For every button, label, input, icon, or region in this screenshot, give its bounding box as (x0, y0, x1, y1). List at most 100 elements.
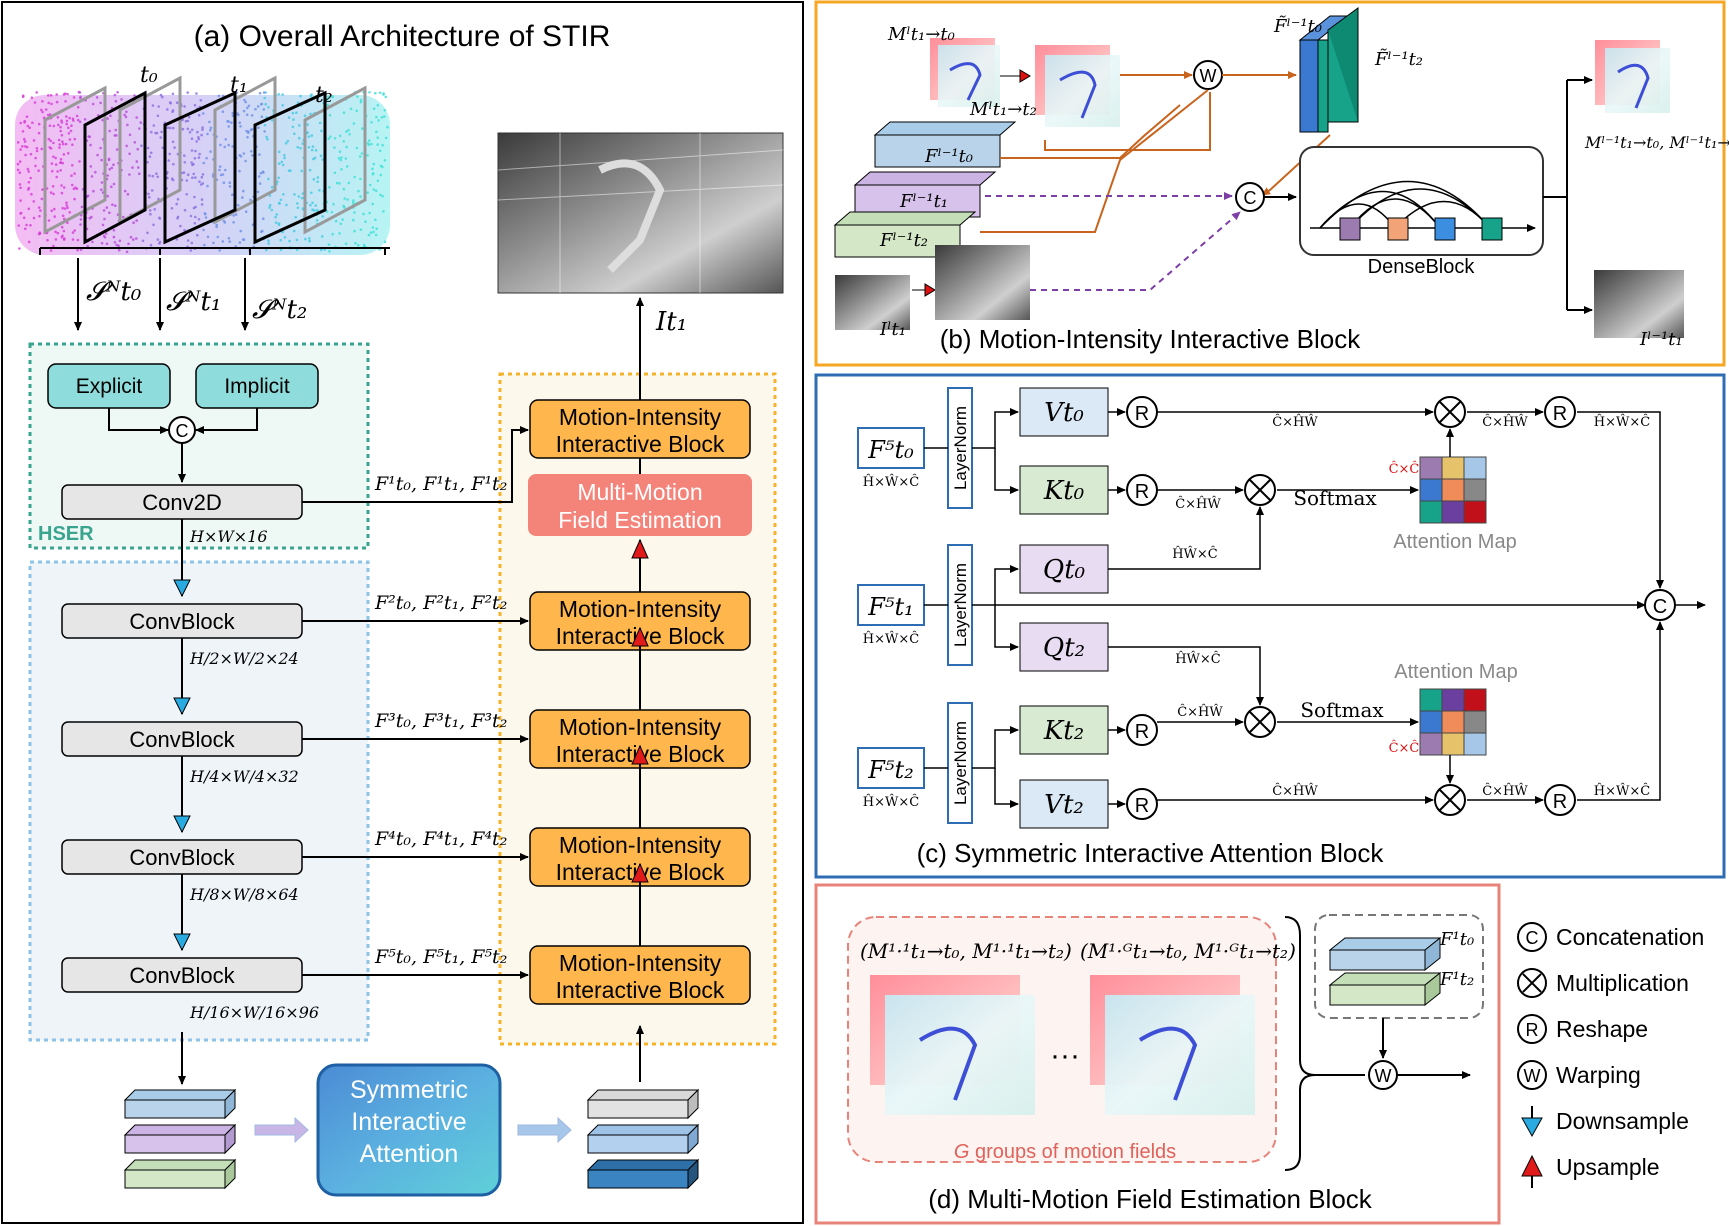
k-t0-box-label: Kt₀ (1043, 476, 1085, 506)
layernorm-t1 (947, 544, 973, 666)
hser-label: HSER (38, 523, 94, 545)
mmfe-label-1: Multi-Motion (577, 479, 702, 505)
legend-label: Downsample (1556, 1108, 1689, 1134)
convblock-label: ConvBlock (129, 845, 235, 870)
warped-feature-t0 (1298, 15, 1350, 133)
k-t0-box (1019, 465, 1109, 515)
hwc-label: ĤŴ×Ĉ (1172, 545, 1218, 562)
svg-text:C: C (176, 421, 189, 441)
convblock-label: ConvBlock (129, 609, 235, 634)
sia-label-1: Symmetric (350, 1076, 468, 1104)
flow-pair-group-g (1090, 975, 1255, 1115)
output-label: It₁ (655, 307, 687, 337)
hwc-out-label: Ĥ×Ŵ×Ĉ (1594, 413, 1650, 430)
dim-label-0: H×W×16 (189, 527, 268, 546)
panel-c-frame (814, 373, 1726, 879)
k-t2-box-label: Kt₂ (1043, 716, 1084, 746)
svg-text:R: R (1553, 791, 1567, 813)
sia-box (316, 1063, 502, 1197)
m-out-label: Mˡ⁻¹t₁→t₀, Mˡ⁻¹t₁→t₂ (1584, 133, 1729, 152)
legend-symbol: C (1526, 928, 1539, 948)
implicit-label: Implicit (224, 375, 290, 398)
mib-label-1: Motion-Intensity (559, 950, 722, 976)
f1-t2-label-d: F¹t₂ (1439, 969, 1474, 990)
panel-c-title: (c) Symmetric Interactive Attention Bloc… (917, 838, 1385, 868)
spike-label-t0: 𝓢ᴺt₀ (86, 277, 142, 307)
dim-hwc-label: Ĥ×Ŵ×Ĉ (863, 793, 919, 810)
time-label-t0: t₀ (140, 63, 158, 88)
chw-label: Ĉ×ĤŴ (1482, 782, 1528, 799)
mib-label-1: Motion-Intensity (559, 832, 722, 858)
v-t0-box-label: Vt₀ (1044, 398, 1084, 428)
feature-label: F¹t₀, F¹t₁, F¹t₂ (374, 473, 507, 495)
chw-label: Ĉ×ĤŴ (1177, 703, 1223, 720)
layernorm-label: LayerNorm (951, 563, 970, 647)
dim-label: H/2×W/2×24 (189, 649, 299, 668)
panel-a-frame (1, 1, 804, 1224)
dim-hwc-label: Ĥ×Ŵ×Ĉ (863, 630, 919, 647)
mib-label-1: Motion-Intensity (559, 714, 722, 740)
feature-label: F⁵t₀, F⁵t₁, F⁵t₂ (374, 946, 507, 968)
reshape-op-k2 (1126, 714, 1158, 746)
svg-text:R: R (1135, 481, 1149, 503)
feature-stack-b (833, 121, 1017, 258)
ellipsis: ··· (1050, 1039, 1080, 1072)
flow-image-t1-t0 (930, 38, 1000, 107)
attention-map-t2 (1419, 688, 1487, 756)
convblock-label: ConvBlock (129, 727, 235, 752)
legend-symbol: W (1524, 1066, 1541, 1086)
hwc-label: ĤŴ×Ĉ (1175, 650, 1221, 667)
svg-text:R: R (1135, 721, 1149, 743)
f-tilde-t0-label: F̃ˡ⁻¹t₀ (1273, 15, 1322, 37)
f5-t2-box (857, 747, 925, 789)
f-tilde-t2-label: F̃ˡ⁻¹t₂ (1374, 48, 1423, 70)
feature-label: F²t₀, F²t₁, F²t₂ (374, 592, 507, 614)
i-l-label: Iˡt₁ (879, 319, 906, 340)
legend-symbol: R (1526, 1020, 1539, 1040)
m-t1-t0-label: Mˡt₁→t₀ (887, 24, 955, 45)
panel-b-frame (814, 0, 1726, 367)
chw-label: Ĉ×ĤŴ (1482, 413, 1528, 430)
mib-label-1: Motion-Intensity (559, 596, 722, 622)
encoder-feature-stack (123, 1088, 237, 1190)
flow-image-t1-t2 (1035, 45, 1120, 127)
q-t2-box-label: Qt₂ (1043, 633, 1085, 663)
cc-label: Ĉ×Ĉ (1389, 460, 1420, 477)
f1-t0-label-d: F¹t₀ (1439, 929, 1474, 950)
attention-map-label: Attention Map (1394, 661, 1517, 683)
legend-op-icon (1517, 1060, 1547, 1090)
panel-d-title: (d) Multi-Motion Field Estimation Block (928, 1184, 1373, 1214)
panel-b-title: (b) Motion-Intensity Interactive Block (940, 324, 1361, 354)
chw-label: Ĉ×ĤŴ (1272, 782, 1318, 799)
v-t2-box (1019, 779, 1109, 829)
legend-label: Concatenation (1556, 924, 1704, 950)
i-out-label: Iˡ⁻¹t₁ (1639, 329, 1683, 350)
dim-label: H/16×W/16×96 (189, 1003, 319, 1022)
panel-d-frame (814, 883, 1501, 1225)
f-t1-label-b: Fˡ⁻¹t₁ (899, 191, 948, 212)
v-t0-box (1019, 387, 1109, 437)
legend-op-icon (1517, 922, 1547, 952)
mib-label-2: Interactive Block (556, 977, 725, 1003)
svg-text:C: C (1653, 596, 1667, 618)
warped-feature-t2 (1317, 7, 1359, 133)
conv2d-label: Conv2D (142, 490, 221, 515)
group-1-label: (M¹·¹t₁→t₀, M¹·¹t₁→t₂) (860, 939, 1072, 963)
feature-stack-d (1328, 936, 1442, 1007)
f5-t0-box-label: F⁵t₀ (867, 436, 914, 464)
denseblock-label: DenseBlock (1368, 256, 1476, 278)
layernorm-t2 (947, 702, 973, 824)
attention-map-label: Attention Map (1393, 531, 1516, 553)
decoder-feature-stack (586, 1088, 700, 1190)
chw-label: Ĉ×ĤŴ (1272, 413, 1318, 430)
f-t2-label-b: Fˡ⁻¹t₂ (879, 230, 928, 251)
mib-label-2: Interactive Block (556, 431, 725, 457)
spike-label-t1: 𝓢ᴺt₁ (166, 287, 221, 317)
legend-label: Upsample (1556, 1154, 1660, 1180)
time-label-t1: t₁ (230, 73, 248, 98)
legend-op-icon (1517, 1014, 1547, 1044)
hwc-out-label: Ĥ×Ŵ×Ĉ (1594, 782, 1650, 799)
reshape-op-out-t0 (1544, 396, 1576, 428)
softmax-label: Softmax (1300, 698, 1384, 722)
